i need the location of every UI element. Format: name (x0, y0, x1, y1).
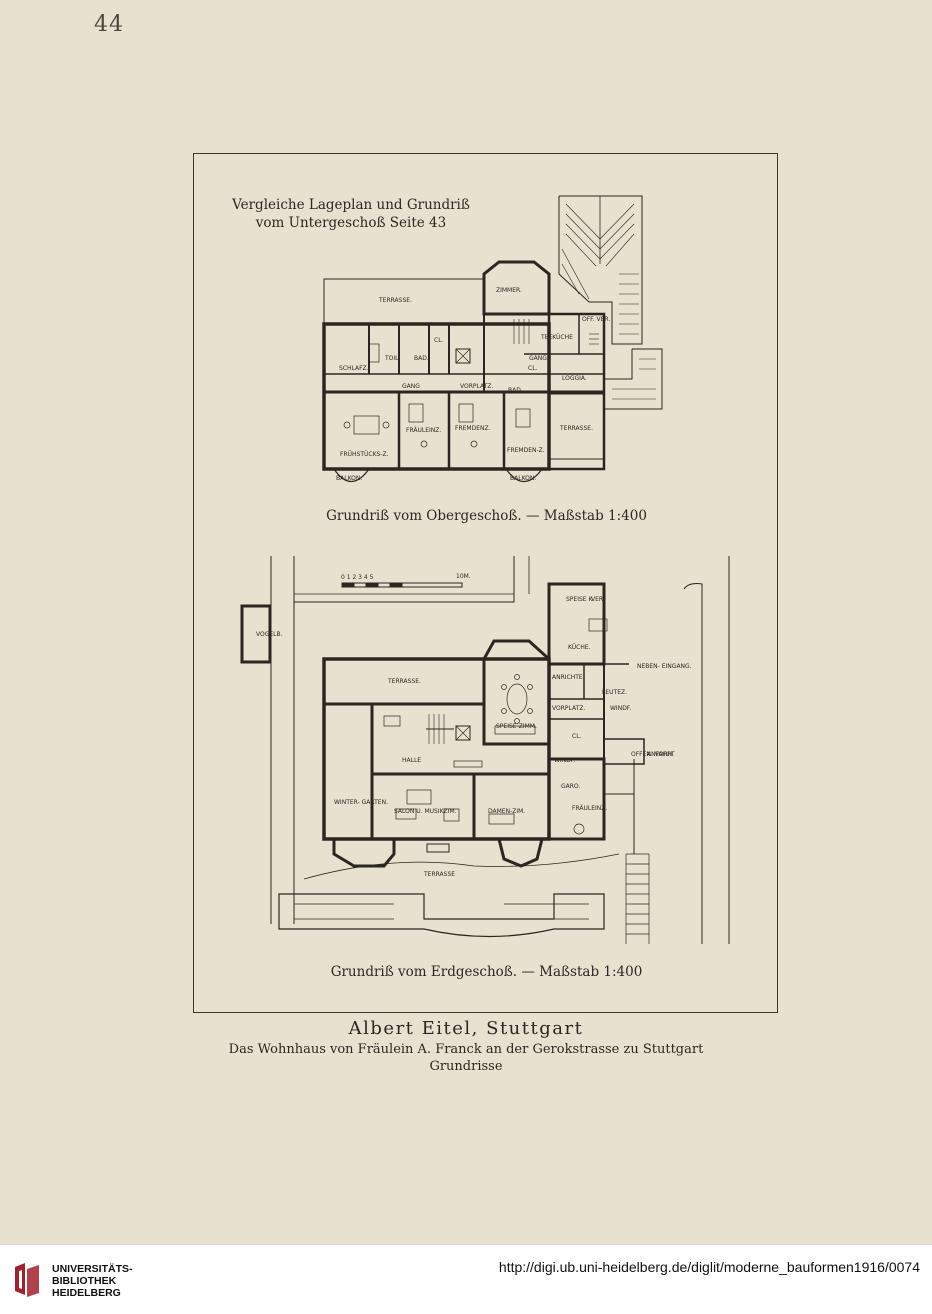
room-label: BAD. (508, 387, 523, 394)
room-label: ZIMMER. (496, 287, 522, 294)
upper-furniture (343, 343, 531, 448)
room-label: WINDF. (554, 757, 575, 764)
scale-bar-end: 10M. (456, 573, 471, 580)
room-label: FREMDEN-Z. (507, 447, 545, 454)
room-label: GANG (402, 383, 420, 390)
room-label: OFF. VER. (582, 316, 610, 323)
upper-stairs (513, 319, 599, 345)
room-label: VORPLATZ. (552, 705, 585, 712)
library-logo-icon (15, 1263, 39, 1297)
room-label: BAD. (414, 355, 429, 362)
floor-plans-drawing: TERRASSE. ZIMMER. TEEKÜCHE OFF. VER. TOI… (240, 195, 730, 944)
upper-terrace-outline (323, 278, 484, 324)
room-label: OFFEN. VORH. (631, 751, 674, 758)
room-label: ANFAHRT (647, 751, 675, 758)
room-label: ANRICHTE. (552, 674, 585, 681)
room-label: BALKON. (336, 475, 362, 482)
room-label: TEEKÜCHE (540, 334, 573, 341)
room-label: TERRASSE (423, 871, 455, 878)
logo-line1: UNIVERSITÄTS- (52, 1263, 133, 1275)
garden-steps (625, 853, 650, 944)
plate-subtitle-2: Grundrisse (429, 1059, 503, 1074)
logo-line2: BIBLIOTHEK (52, 1275, 117, 1287)
hall-stairs (426, 714, 454, 744)
room-label: TOIL. (384, 355, 401, 362)
plan-plate: TERRASSE. ZIMMER. TEEKÜCHE OFF. VER. TOI… (193, 153, 778, 1013)
ground-furniture (383, 618, 608, 835)
room-label: NEBEN- EINGANG. (637, 663, 692, 670)
room-label: LEUTEZ. (602, 689, 627, 696)
reference-note-line1: Vergleiche Lageplan und Grundriß (232, 197, 470, 213)
room-label: GARO. (561, 783, 580, 790)
room-label: TERRASSE. (378, 297, 412, 304)
library-footer: UNIVERSITÄTS- BIBLIOTHEK HEIDELBERG http… (0, 1244, 932, 1314)
room-label: DAMEN-ZIM. (488, 808, 525, 815)
reference-note-line2: vom Untergeschoß Seite 43 (255, 215, 447, 231)
ground-floor-plan (240, 556, 730, 944)
upper-floor-labels: TERRASSE. ZIMMER. TEEKÜCHE OFF. VER. TOI… (336, 287, 610, 482)
room-label: FRÄULEINZ. (572, 805, 607, 812)
room-label: TERRASSE. (559, 425, 593, 432)
room-label: SALON U. MUSIKZIM. (394, 808, 457, 815)
scale-bar-ticks: 0 1 2 3 4 5 (341, 574, 374, 581)
upper-floor-plan (322, 195, 663, 483)
room-label: WINDF. (610, 705, 631, 712)
room-label: SPEISE-ZIMM. (496, 723, 537, 730)
room-label: TERRASSE. (387, 678, 421, 685)
room-label: VORPLATZ. (460, 383, 493, 390)
room-label: CL. (572, 733, 582, 740)
upper-floor-caption: Grundriß vom Obergeschoß. — Maßstab 1:40… (326, 508, 647, 524)
logo-line3: HEIDELBERG (52, 1287, 121, 1299)
room-label: WINTER- GARTEN. (334, 799, 388, 806)
room-label: BALKON. (510, 475, 536, 482)
room-label: FRÄULEINZ. (406, 427, 441, 434)
room-label: FRÜHSTÜCKS-Z. (340, 451, 389, 458)
room-label: KÜCHE. (568, 644, 591, 651)
plate-subtitle: Das Wohnhaus von Fräulein A. Franck an d… (228, 1042, 704, 1057)
room-label: VOGELB. (256, 631, 283, 638)
room-label: SPEISE K. (566, 596, 594, 603)
ground-floor-labels: 0 1 2 3 4 5 10M. VOGELB. SPEISE K. VER. … (256, 573, 692, 878)
room-label: VER. (591, 596, 605, 603)
room-label: SCHLAFZ. (339, 365, 369, 372)
room-label: CL. (528, 365, 538, 372)
room-label: CL. (434, 337, 444, 344)
room-label: LOGGIA. (562, 375, 587, 382)
architect-name: Albert Eitel, Stuttgart (348, 1018, 584, 1039)
reference-note: Vergleiche Lageplan und Grundriß vom Unt… (231, 196, 471, 232)
room-label: FREMDENZ. (455, 425, 491, 432)
room-label: HALLE (402, 757, 421, 764)
ground-floor-caption: Grundriß vom Erdgeschoß. — Maßstab 1:400 (330, 964, 643, 980)
page-number: 44 (94, 12, 124, 37)
permalink-url[interactable]: http://digi.ub.uni-heidelberg.de/diglit/… (498, 1259, 920, 1275)
room-label: GANG. (529, 355, 549, 362)
library-logo-text: UNIVERSITÄTS- BIBLIOTHEK HEIDELBERG (52, 1263, 133, 1299)
scale-bar (341, 582, 463, 588)
